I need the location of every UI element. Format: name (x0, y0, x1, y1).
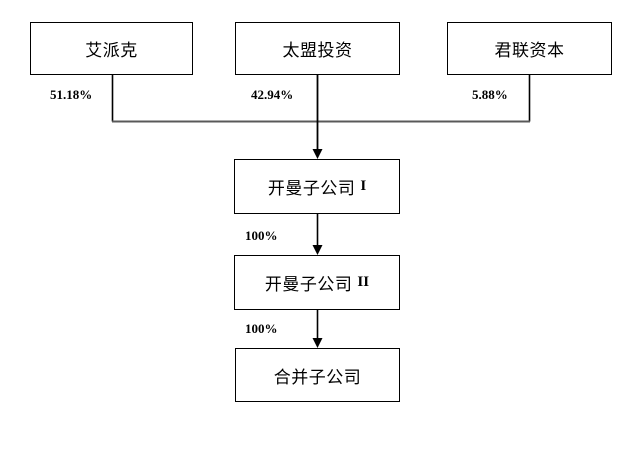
stake-label-cayman-2-to-merged: 100% (245, 321, 278, 336)
node-label-suffix: II (357, 274, 370, 290)
node-subsidiary-cayman-1[interactable]: 开曼子公司 I (234, 159, 400, 214)
node-label: 艾派克 (85, 41, 138, 60)
node-label: 合并子公司 (273, 367, 362, 387)
stake-label-aipaike: 51.18% (50, 87, 93, 102)
stake-label-taimeng: 42.94% (251, 87, 294, 102)
node-label: 君联资本 (494, 41, 565, 60)
node-subsidiary-merged[interactable]: 合并子公司 (235, 348, 400, 402)
node-label: 太盟投资 (282, 41, 353, 60)
node-label: 开曼子公司 (264, 275, 353, 294)
arrowhead-to-merged (312, 338, 323, 348)
node-label: 开曼子公司 (267, 179, 356, 198)
stake-label-cayman-1-to-cayman-2: 100% (245, 228, 278, 243)
node-shareholder-taimeng[interactable]: 太盟投资 (235, 22, 400, 75)
stake-label-junlian: 5.88% (472, 87, 508, 102)
arrowhead-to-cayman-1 (312, 149, 323, 159)
arrowhead-to-cayman-2 (312, 245, 323, 255)
node-shareholder-aipaike[interactable]: 艾派克 (30, 22, 193, 75)
node-shareholder-junlian[interactable]: 君联资本 (447, 22, 612, 75)
node-subsidiary-cayman-2[interactable]: 开曼子公司 II (234, 255, 400, 310)
node-label-suffix: I (360, 178, 367, 194)
